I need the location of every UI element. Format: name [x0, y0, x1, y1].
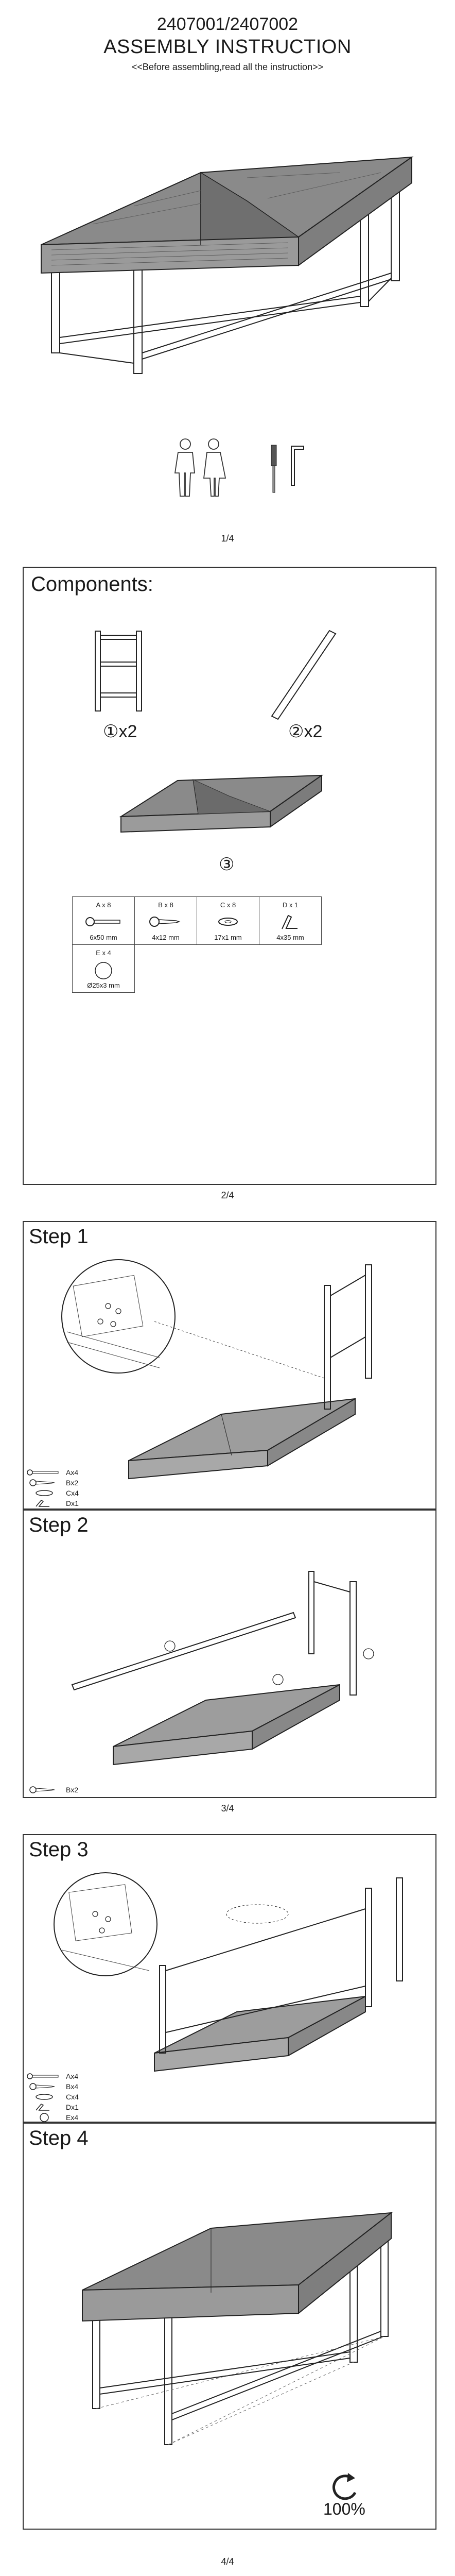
part-2-quantity: ②x2 — [288, 721, 322, 742]
hardware-b-name: B x 8 — [158, 901, 173, 909]
hardware-a-name: A x 8 — [96, 901, 111, 909]
legend-row: Ax4 — [26, 1467, 78, 1478]
page-number: 3/4 — [221, 1803, 234, 1814]
step-1-hardware-legend: Ax4 Bx2 Cx4 Dx1 — [26, 1467, 82, 1509]
hardware-d-size: 4x35 mm — [276, 934, 304, 941]
step-4-diagram — [82, 2211, 393, 2445]
hardware-cell-c: C x 8 17x1 mm — [197, 896, 259, 945]
hardware-e-size: Ø25x3 mm — [87, 981, 120, 989]
felt-pad-icon — [95, 962, 112, 979]
page-number: 1/4 — [221, 533, 234, 544]
hardware-cell-a: A x 8 6x50 mm — [72, 896, 135, 945]
step-4-panel — [23, 2123, 436, 2530]
legend-label: Cx4 — [66, 1489, 79, 1497]
hardware-cell-b: B x 8 4x12 mm — [134, 896, 197, 945]
allen-key-icon — [291, 446, 304, 486]
hardware-d-name: D x 1 — [282, 901, 299, 909]
legend-label: Ex4 — [66, 2113, 79, 2122]
legend-label: Dx1 — [66, 2103, 79, 2111]
legend-label: Ax4 — [66, 1468, 79, 1477]
screw-icon — [29, 1479, 55, 1486]
hardware-c-size: 17x1 mm — [214, 934, 242, 941]
washer-icon — [218, 918, 238, 926]
legend-label: Bx4 — [66, 2082, 79, 2091]
page-number: 2/4 — [221, 1190, 234, 1200]
legend-label: Cx4 — [66, 2093, 79, 2101]
tighten-arrow-icon — [332, 2473, 357, 2500]
bolt-icon — [85, 917, 120, 926]
legend-row: Ex4 — [26, 2112, 78, 2123]
legend-row: Dx1 — [26, 1498, 79, 1509]
allen-key-icon — [36, 1500, 49, 1507]
step-3-panel — [23, 1834, 436, 2123]
step-4-title: Step 4 — [29, 2127, 89, 2149]
step-2-diagram — [71, 1571, 374, 1766]
step-1-diagram — [61, 1259, 372, 1480]
side-frame-part-drawing — [95, 631, 142, 711]
legend-label: Ax4 — [66, 2072, 79, 2080]
washer-icon — [36, 1490, 53, 1496]
step-3-hardware-legend: Ax4 Bx4 Cx4 Dx1 Ex4 — [26, 2071, 82, 2123]
part-1-qty: x2 — [118, 722, 137, 741]
document-title: ASSEMBLY INSTRUCTION — [103, 36, 352, 58]
model-code: 2407001/2407002 — [156, 14, 299, 34]
step-2-hardware-legend: Bx2 — [26, 1785, 82, 1795]
hardware-c-name: C x 8 — [220, 901, 236, 909]
legend-row: Cx4 — [26, 1488, 79, 1498]
hardware-cell-d: D x 1 4x35 mm — [259, 896, 322, 945]
legend-row: Ax4 — [26, 2071, 78, 2081]
components-title: Components: — [31, 573, 153, 596]
screwdriver-icon — [271, 445, 277, 493]
step-1-title: Step 1 — [29, 1225, 89, 1248]
part-3-callout: ③ — [219, 855, 235, 874]
tighten-percent-label: 100% — [323, 2500, 365, 2518]
legend-row: Dx1 — [26, 2102, 79, 2112]
stretcher-rod-part-drawing — [271, 630, 337, 720]
legend-row: Bx4 — [26, 2081, 78, 2092]
bolt-icon — [27, 2073, 59, 2079]
step-2-title: Step 2 — [29, 1514, 89, 1536]
step-3-diagram — [54, 1872, 403, 2072]
hardware-b-size: 4x12 mm — [152, 934, 180, 941]
legend-label: Bx2 — [66, 1786, 79, 1794]
hardware-cell-e: E x 4 Ø25x3 mm — [72, 944, 135, 993]
components-panel — [23, 567, 436, 1185]
part-1-callout: ① — [103, 722, 119, 741]
hardware-table: A x 8 6x50 mm B x 8 4x12 mm C x 8 17x1 m… — [72, 896, 322, 993]
part-2-qty: x2 — [304, 722, 323, 741]
legend-row: Cx4 — [26, 2092, 79, 2102]
bench-illustration — [41, 156, 414, 374]
woven-seat-part-drawing — [119, 774, 324, 833]
step-3-title: Step 3 — [29, 1838, 89, 1861]
legend-row: Bx2 — [26, 1785, 78, 1795]
screw-icon — [29, 2083, 55, 2090]
hardware-e-name: E x 4 — [96, 949, 111, 957]
hardware-a-size: 6x50 mm — [90, 934, 117, 941]
legend-label: Dx1 — [66, 1499, 79, 1507]
screw-icon — [149, 917, 181, 927]
page-number: 4/4 — [221, 2556, 234, 2567]
legend-row: Bx2 — [26, 1478, 78, 1488]
two-person-assembly-icon — [174, 438, 226, 497]
part-2-callout: ② — [288, 722, 304, 741]
legend-label: Bx2 — [66, 1479, 79, 1487]
step-1-panel — [23, 1221, 436, 1510]
bolt-icon — [27, 1469, 59, 1476]
allen-key-icon — [36, 2104, 49, 2111]
felt-pad-icon — [40, 2113, 49, 2122]
step-2-panel — [23, 1510, 436, 1798]
allen-key-icon — [282, 914, 297, 929]
document-subtitle: <<Before assembling,read all the instruc… — [131, 62, 324, 72]
screw-icon — [29, 1786, 55, 1793]
washer-icon — [36, 2094, 53, 2100]
part-1-quantity: ①x2 — [103, 721, 137, 742]
